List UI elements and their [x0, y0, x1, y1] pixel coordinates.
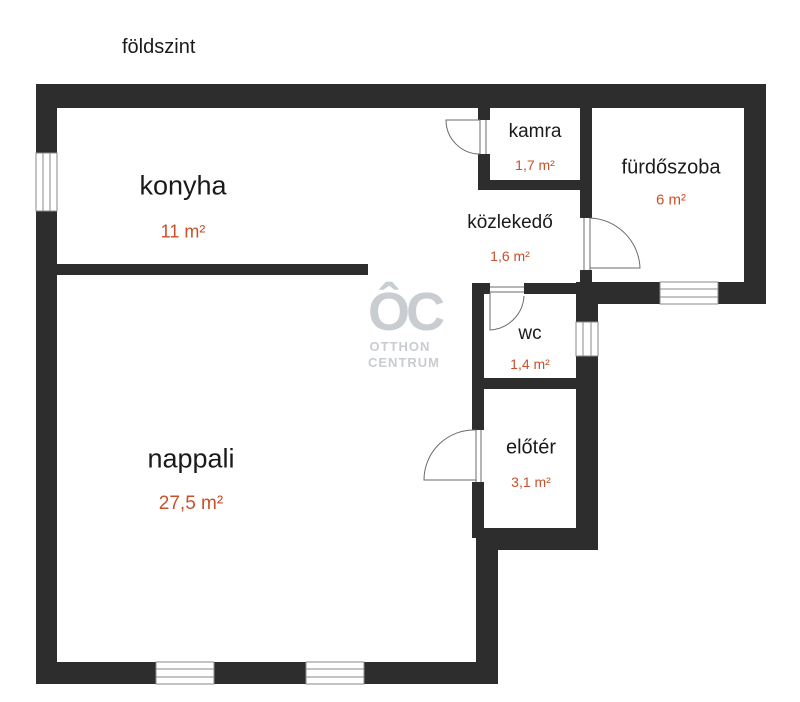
room-name-kozlekedo: közlekedő: [467, 212, 553, 233]
logo-mark: ÔC: [368, 282, 445, 342]
room-area-eloter: 3,1 m²: [511, 474, 551, 490]
door-wc: [489, 282, 525, 331]
room-name-konyha: konyha: [139, 170, 227, 201]
logo-text-line2: CENTRUM: [368, 355, 440, 370]
room-name-wc: wc: [518, 323, 542, 344]
window-nappali-1: [155, 661, 215, 685]
room-area-kozlekedo: 1,6 m²: [490, 248, 530, 264]
room-name-furdoszoba: fürdőszoba: [621, 156, 721, 179]
window-nappali-2: [305, 661, 365, 685]
room-area-kamra: 1,7 m²: [515, 157, 555, 173]
room-name-nappali: nappali: [147, 443, 235, 474]
otthon-centrum-watermark: ÔC OTTHON CENTRUM: [368, 282, 445, 371]
room-area-wc: 1,4 m²: [510, 356, 550, 372]
room-area-nappali: 27,5 m²: [158, 493, 224, 514]
windows: [35, 152, 719, 685]
logo-text-line1: OTTHON: [369, 339, 431, 354]
floor-title: földszint: [122, 36, 196, 58]
door-kamra: [445, 119, 491, 155]
doors: [423, 119, 641, 482]
room-name-kamra: kamra: [508, 121, 562, 142]
room-area-konyha: 11 m²: [160, 221, 206, 242]
window-wc: [575, 321, 599, 357]
room-area-furdoszoba: 6 m²: [656, 191, 686, 209]
room-name-eloter: előtér: [505, 436, 557, 459]
door-furdoszoba: [579, 217, 641, 270]
door-eloter: [423, 429, 485, 482]
window-furdoszoba: [659, 281, 719, 305]
window-konyha: [35, 152, 58, 212]
